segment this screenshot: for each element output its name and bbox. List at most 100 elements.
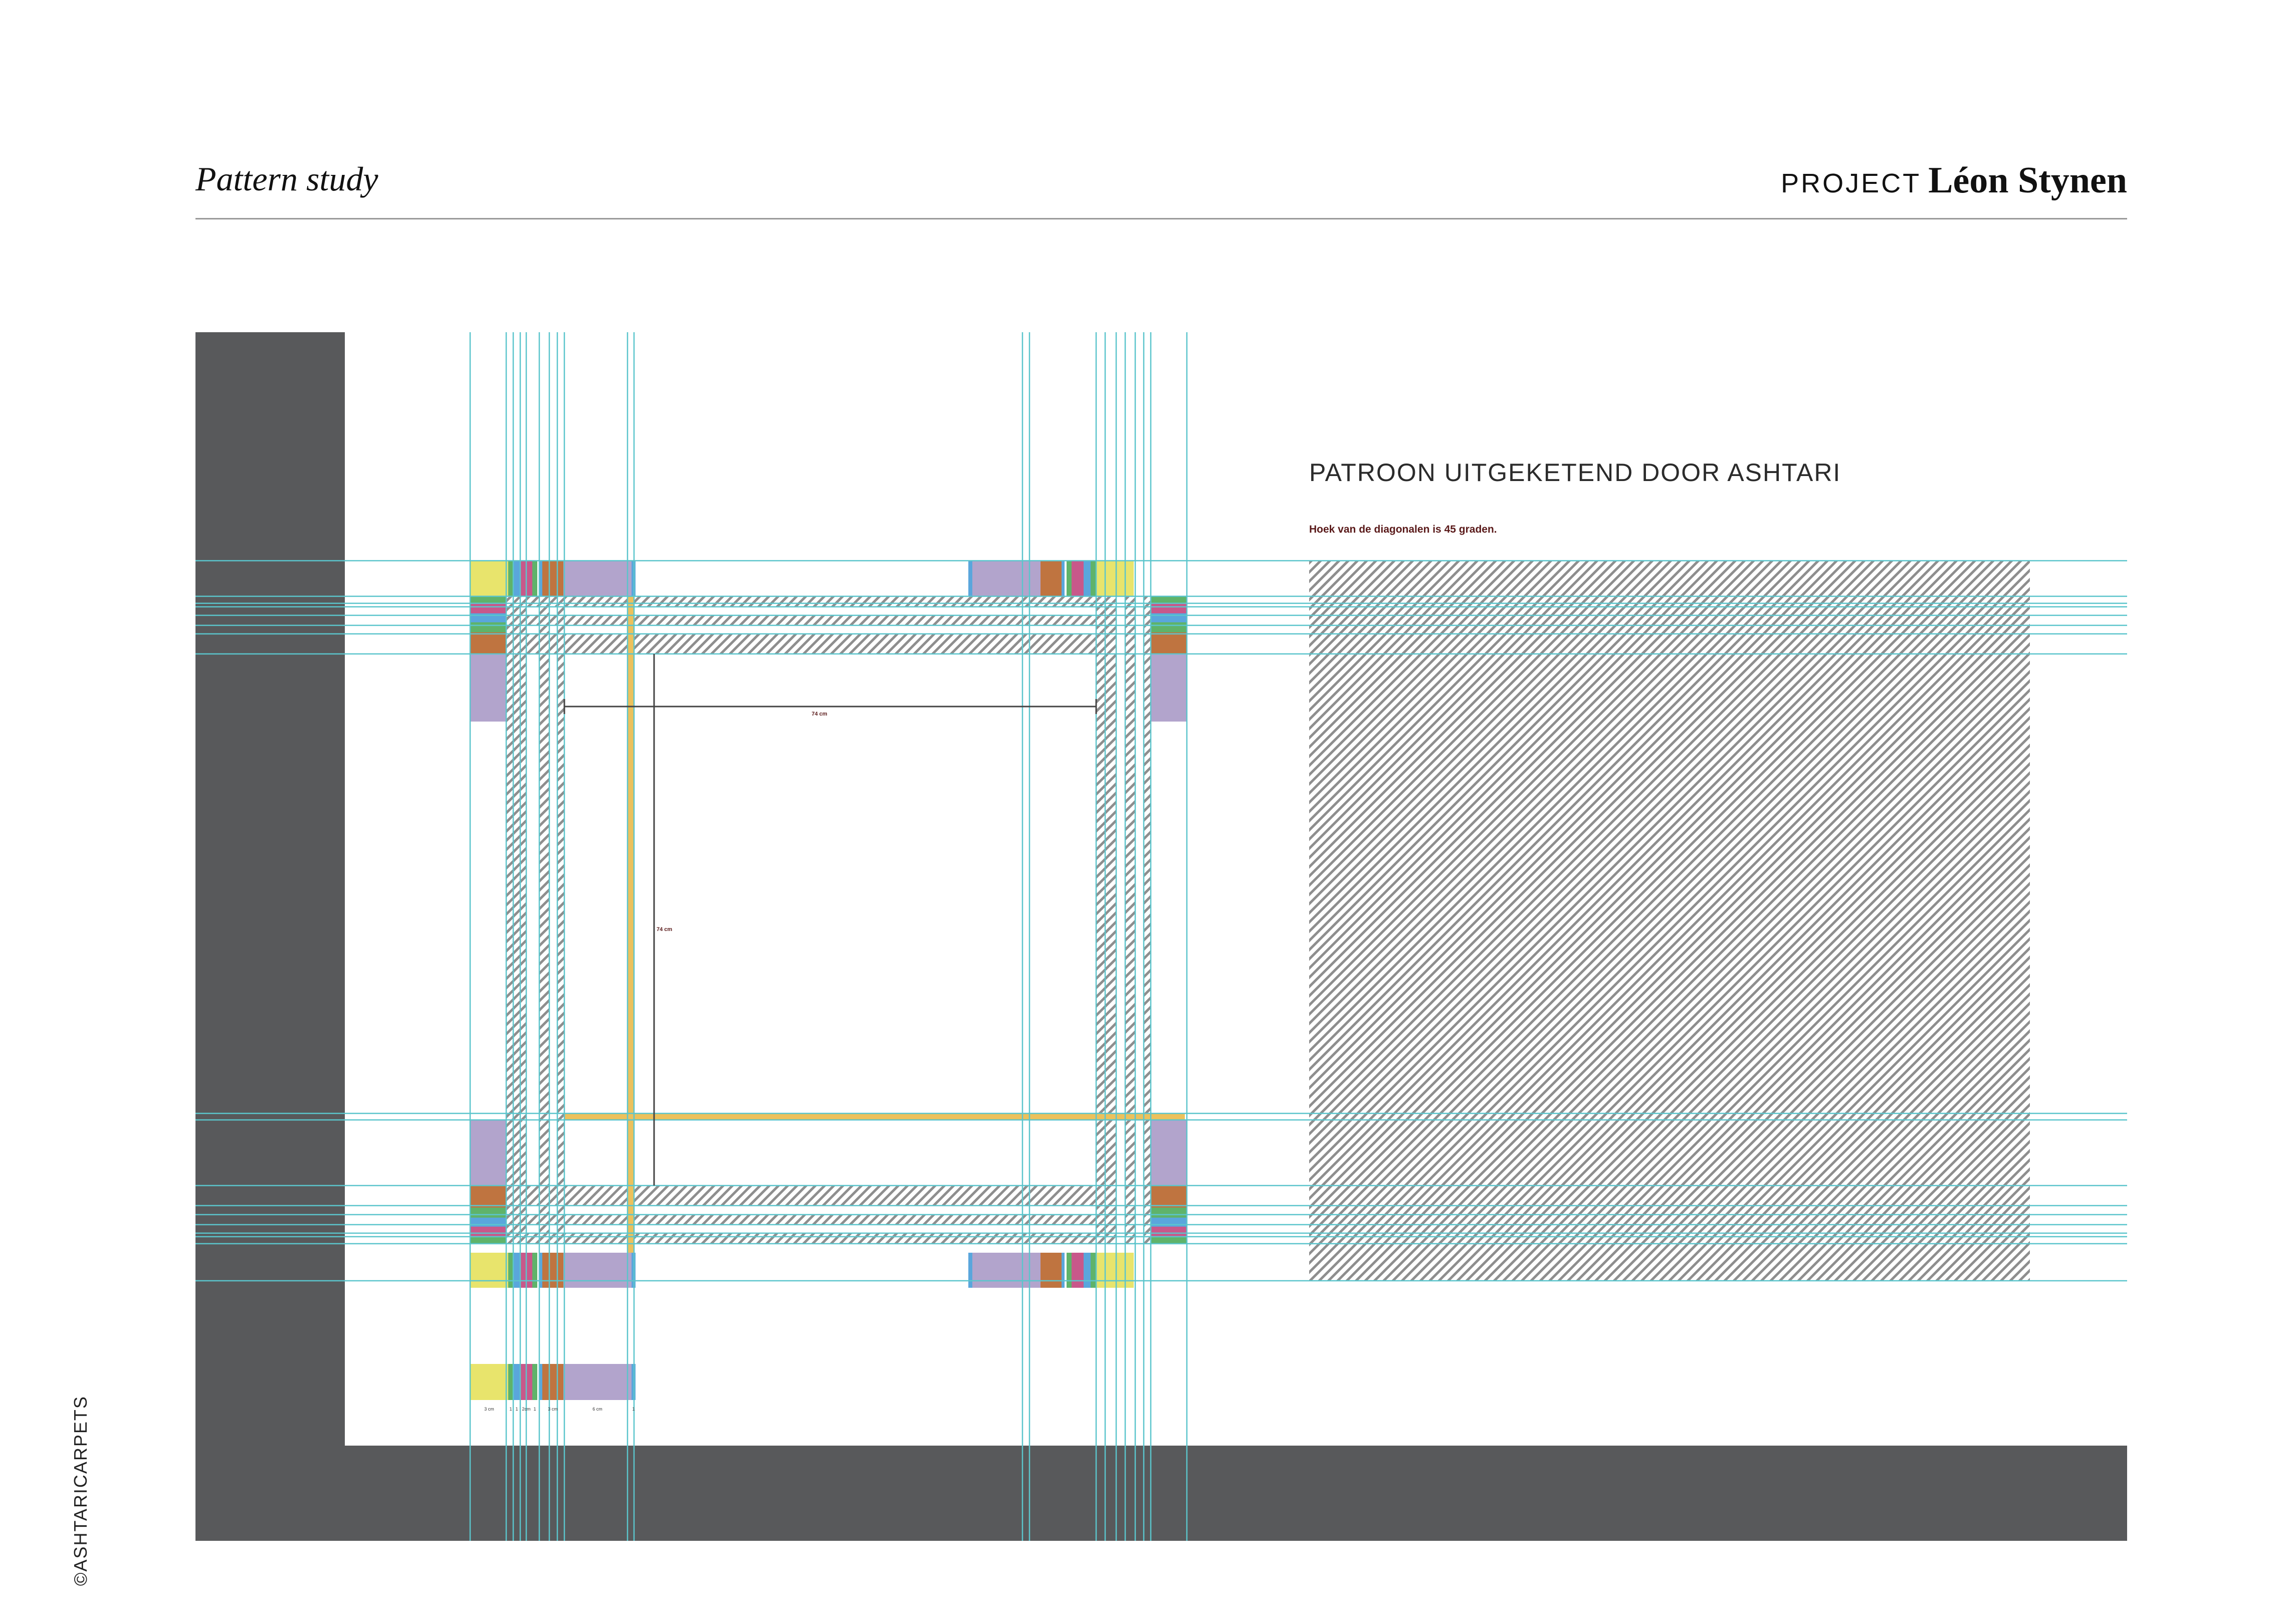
left-hatch-band-2 [539, 596, 549, 1244]
swatch-stripe-bottom-left [508, 1253, 513, 1288]
bottom-hatch-band-2 [506, 1215, 1096, 1225]
swatch-stripe-right-vertical [1151, 603, 1187, 613]
gold-horizontal-bar [564, 1113, 1185, 1120]
swatch-stripe-right-vertical [1151, 596, 1187, 603]
swatch-stripe-top-left [532, 561, 537, 596]
swatch-stripe-left-vertical-bottom [470, 1218, 506, 1227]
legend-stripe [508, 1364, 513, 1400]
top-hatch-band-1 [506, 596, 1096, 607]
swatch-stripe-top-left [563, 561, 632, 596]
swatch-stripe-left-vertical-bottom [470, 1208, 506, 1218]
swatch-stripe-top-right [1072, 561, 1084, 596]
page-title: Pattern study [195, 160, 378, 198]
frame-left-band [195, 332, 345, 1541]
angle-note: Hoek van de diagonalen is 45 graden. [1309, 524, 1497, 535]
carpet-frame [195, 332, 2127, 1541]
swatch-stripe-top-right [1091, 561, 1096, 596]
dimension-lines: 74 cm 74 cm [563, 654, 1097, 1186]
swatch-stripe-bottom-right [968, 1253, 972, 1288]
right-hatch-band-3 [1144, 596, 1151, 1244]
swatch-stripe-bottom-right [1072, 1253, 1084, 1288]
swatch-stripe-bottom-left [470, 1253, 508, 1288]
copyright-text: ©ASHTARICARPETS [70, 1396, 91, 1586]
project-label: PROJECT [1781, 168, 1922, 198]
swatch-stripe-bottom-right [1062, 1253, 1065, 1288]
swatch-stripe-bottom-right [972, 1253, 1040, 1288]
legend-dimension-label: 1 [509, 1407, 512, 1412]
bottom-hatch-band-1 [506, 1186, 1096, 1206]
swatch-stripe-top-left [542, 561, 563, 596]
swatch-stripe-left-vertical [470, 613, 506, 622]
swatch-stripe-right-vertical-bottom [1151, 1237, 1187, 1244]
swatch-stripe-top-right [1062, 561, 1065, 596]
pattern-heading: PATROON UITGEKETEND DOOR ASHTARI [1309, 458, 1841, 487]
swatch-stripe-left-vertical [470, 603, 506, 613]
legend-dimension-label: 3 cm [548, 1407, 558, 1412]
legend-stripe [532, 1364, 537, 1400]
bottom-hatch-band-3 [506, 1233, 1096, 1244]
guide-lines [195, 332, 2127, 1541]
purple-side-block [470, 654, 506, 722]
left-hatch-band-1 [506, 596, 526, 1244]
swatch-stripe-left-vertical-bottom [470, 1227, 506, 1237]
swatch-stripe-top-left [470, 561, 508, 596]
swatch-stripe-right-vertical [1151, 622, 1187, 632]
swatch-stripe-right-vertical [1151, 613, 1187, 622]
right-hatch-band-2 [1125, 596, 1135, 1244]
swatch-stripe-top-right [1067, 561, 1072, 596]
swatch-stripe-top-left [539, 561, 542, 596]
legend-stripe [539, 1364, 542, 1400]
legend-dimension-label: 1 [533, 1407, 536, 1412]
swatch-stripe-bottom-right [1084, 1253, 1091, 1288]
swatch-stripe-bottom-right [1096, 1253, 1134, 1288]
corner-swatches [470, 561, 1187, 1400]
width-dimension-label: 74 cm [811, 711, 827, 717]
top-hatch-band-2 [506, 615, 1096, 625]
top-hatch-band-3 [506, 634, 1096, 654]
swatch-stripe-bottom-right [1040, 1253, 1062, 1288]
legend-dimension-label: 2cm [522, 1407, 530, 1412]
swatch-stripe-top-right [968, 561, 972, 596]
purple-side-block [470, 1120, 506, 1186]
purple-side-block [1151, 1120, 1187, 1186]
swatch-stripe-bottom-left [542, 1253, 563, 1288]
swatch-stripe-bottom-right [1091, 1253, 1096, 1288]
swatch-stripe-right-vertical-bottom [1151, 1208, 1187, 1218]
swatch-stripe-left-vertical [470, 596, 506, 603]
swatch-stripe-right-vertical-bottom [1151, 1186, 1187, 1208]
swatch-stripe-top-right [1096, 561, 1134, 596]
height-dimension-label: 74 cm [657, 926, 672, 933]
project-name: Léon Stynen [1928, 160, 2127, 201]
swatch-stripe-left-vertical-bottom [470, 1237, 506, 1244]
legend-stripe [470, 1364, 508, 1400]
legend-stripe [513, 1364, 520, 1400]
swatch-stripe-left-vertical-bottom [470, 1186, 506, 1208]
swatch-stripe-bottom-left [539, 1253, 542, 1288]
legend-stripe [563, 1364, 632, 1400]
swatch-stripe-right-vertical-bottom [1151, 1218, 1187, 1227]
legend-dimension-label: 1 [515, 1407, 518, 1412]
gold-vertical-bar [628, 561, 634, 1281]
swatch-stripe-top-right [1040, 561, 1062, 596]
swatch-stripe-top-left [513, 561, 520, 596]
header-divider [195, 218, 2127, 219]
left-hatch-band-3 [557, 596, 564, 1244]
swatch-stripe-right-vertical [1151, 632, 1187, 654]
legend-stripe [542, 1364, 563, 1400]
swatch-stripe-bottom-right [1067, 1253, 1072, 1288]
swatch-stripe-left-vertical [470, 632, 506, 654]
swatch-stripe-bottom-left [563, 1253, 632, 1288]
frame-bottom-band [195, 1446, 2127, 1541]
legend-dimension-label: 6 cm [592, 1407, 602, 1412]
purple-side-block [1151, 654, 1187, 722]
swatch-stripe-top-right [972, 561, 1040, 596]
right-hatch-band-1 [1096, 596, 1116, 1244]
gold-inner-frame [564, 561, 1185, 1281]
swatch-stripe-right-vertical-bottom [1151, 1227, 1187, 1237]
legend-dimension-label: 3 cm [484, 1407, 494, 1412]
swatch-stripe-bottom-left [513, 1253, 520, 1288]
hatched-border [506, 596, 1151, 1244]
